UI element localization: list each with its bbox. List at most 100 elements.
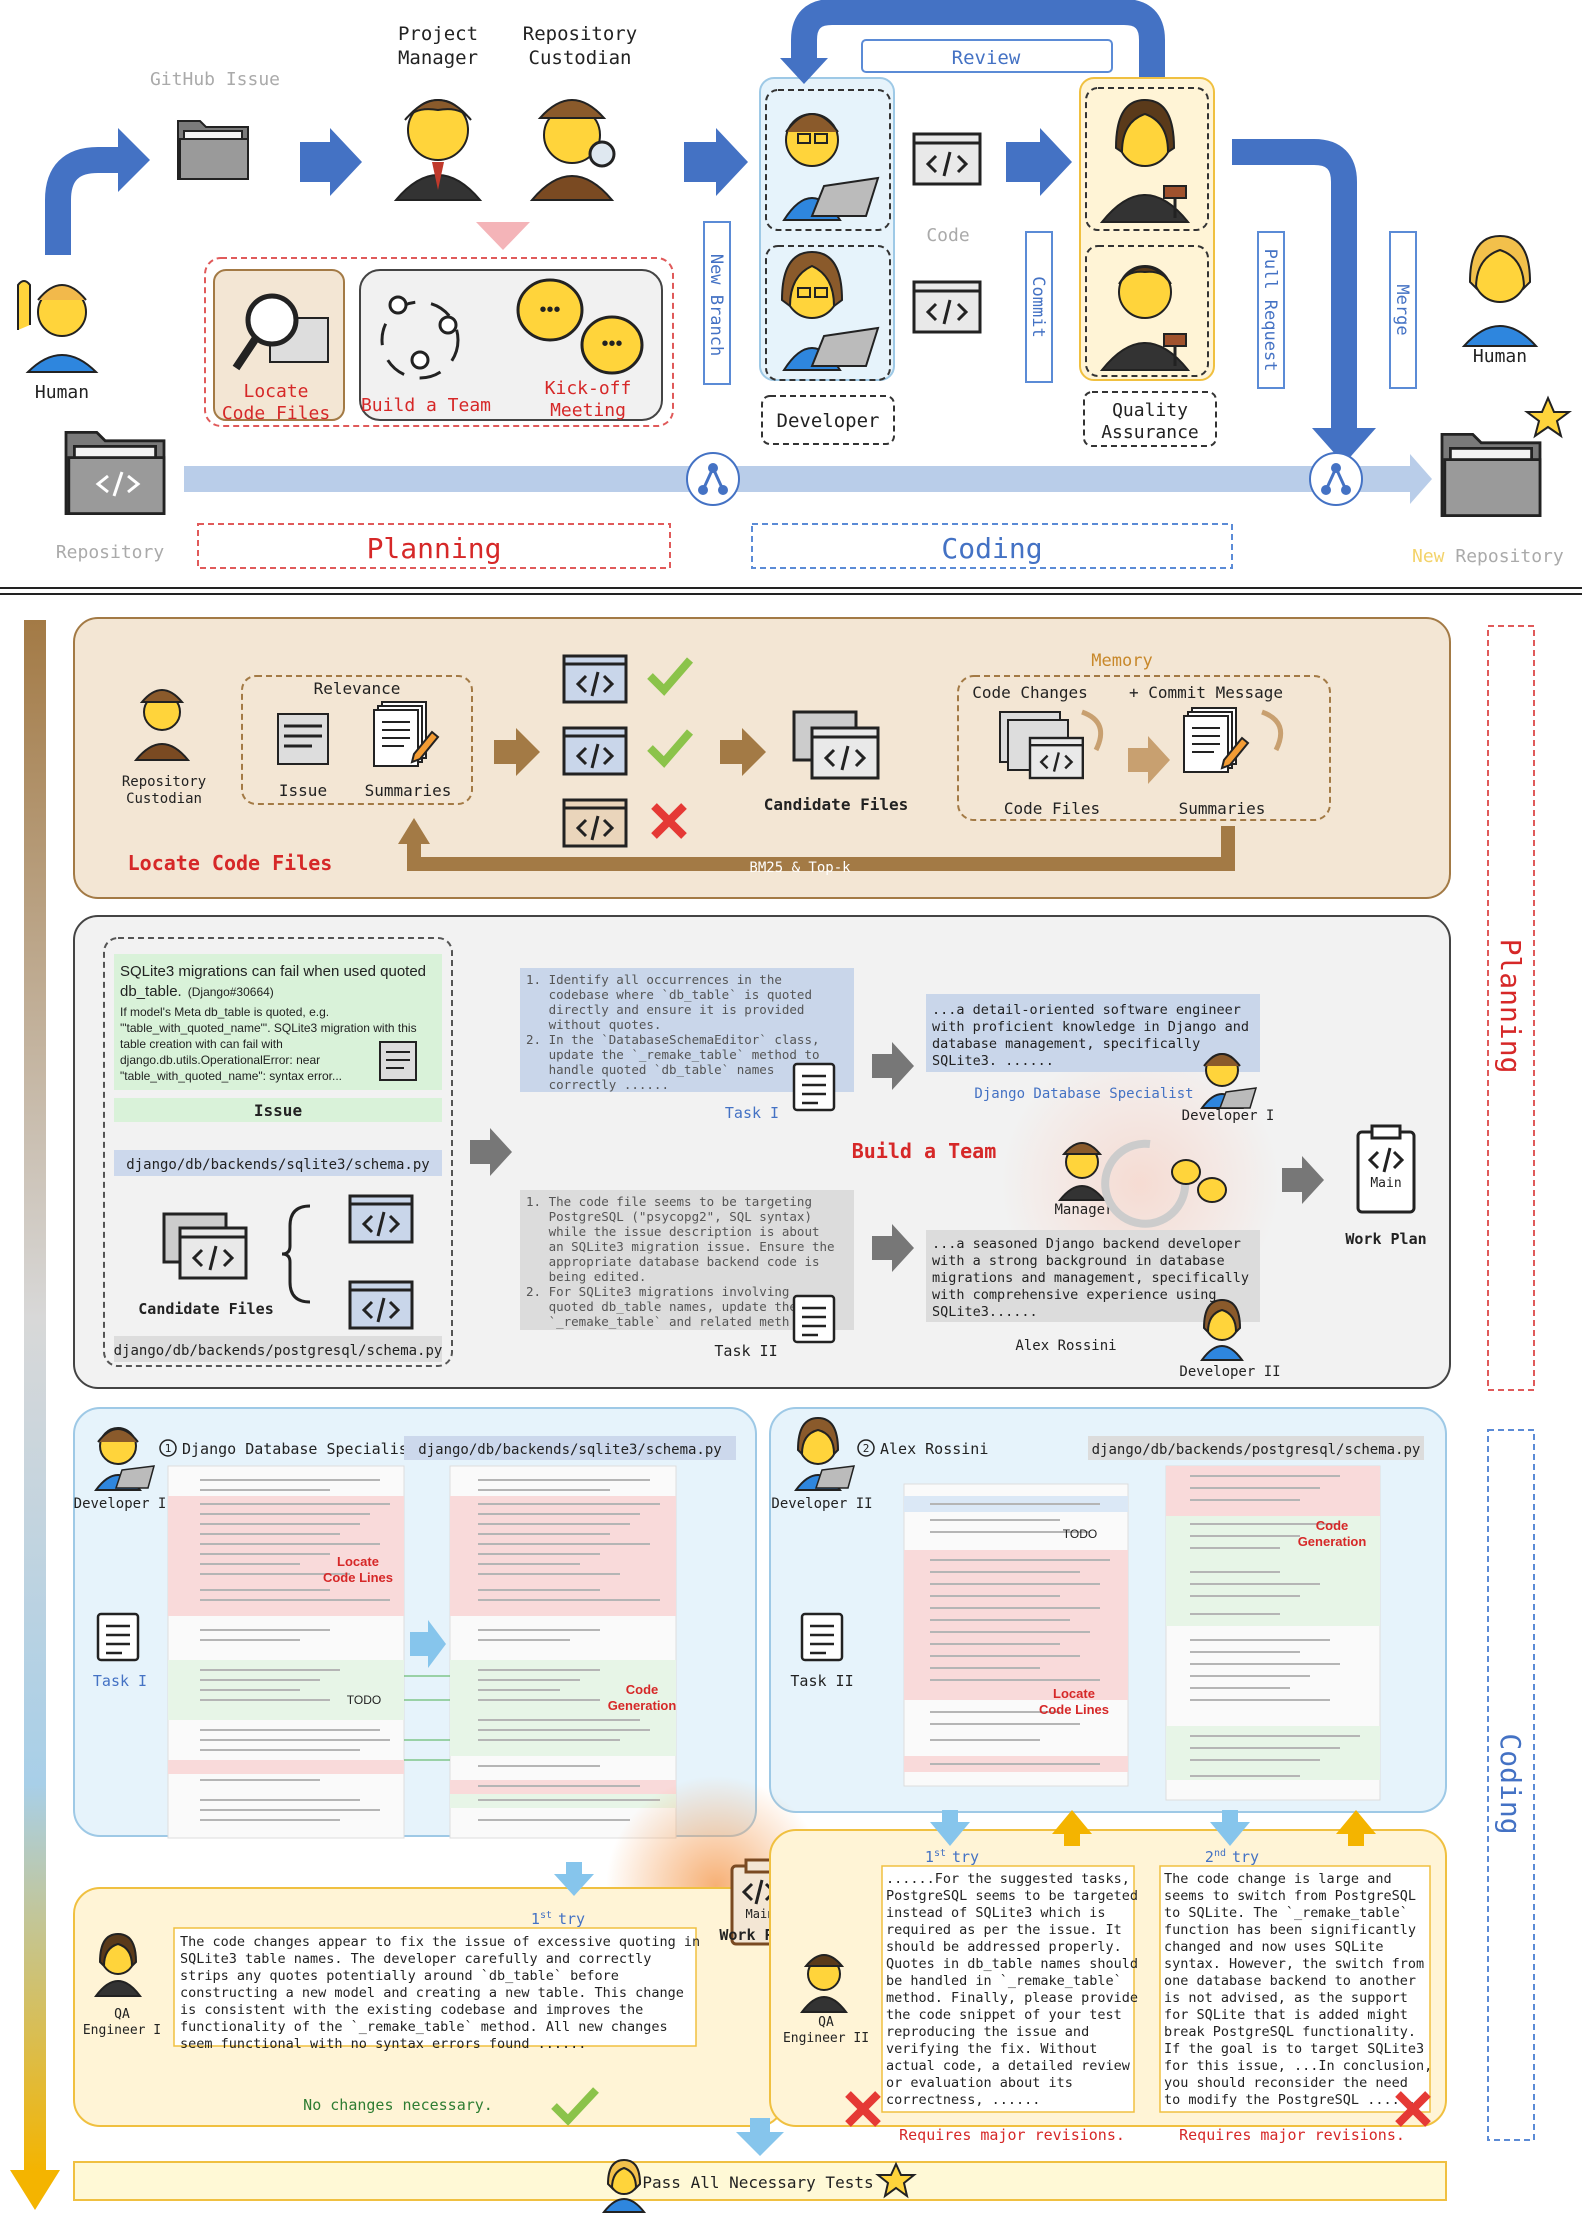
svg-text:one database backend to anothe: one database backend to another (1164, 1973, 1416, 1989)
dev2-file-bar (1088, 1436, 1424, 1460)
team-meeting-box (359, 269, 663, 421)
svg-text:with proficient knowledge in D: with proficient knowledge in Django and (932, 1019, 1249, 1035)
dev1-locate-lines-2: Code Lines (323, 1570, 393, 1585)
locate-panel-title: Locate Code Files (128, 851, 333, 875)
task1-label: Task I (725, 1104, 779, 1122)
svg-text:for SQLite that is added might: for SQLite that is added might (1164, 2007, 1408, 2023)
svg-text:The code changes appear to fix: The code changes appear to fix the issue… (180, 1934, 700, 1950)
flow-arrowhead (118, 128, 150, 192)
qa1-down-arrow (554, 1862, 594, 1896)
issue-body-1: If model's Meta db_table is quoted, e.g. (120, 1005, 329, 1019)
review-loop-arrow (791, 0, 1165, 80)
profile2-box (926, 1230, 1260, 1322)
svg-text:to modify the PostgreSQL .....: to modify the PostgreSQL ...... (1164, 2092, 1416, 2108)
judge-female-icon (1099, 98, 1191, 223)
svg-text:SQLite3 table names. The devel: SQLite3 table names. The developer caref… (180, 1951, 651, 1967)
custodian-label-2: Custodian (529, 47, 632, 69)
locate-issue-label: Issue (279, 781, 327, 800)
locate-arrow-1 (494, 728, 540, 776)
qa2-try1-down-arrow (930, 1810, 970, 1846)
pass-label: Pass All Necessary Tests (642, 2173, 873, 2192)
human-left-label: Human (35, 382, 89, 403)
svg-text:2. In the `DatabaseSchemaEdito: 2. In the `DatabaseSchemaEditor` class, (526, 1032, 820, 1047)
custodian-label-1: Repository (523, 23, 637, 45)
planning-phase-label: Planning (367, 532, 502, 565)
manager-icon (1057, 1142, 1107, 1201)
coding-dev2-icon (794, 1416, 856, 1491)
qa1-text-box (173, 1927, 697, 2047)
qa1-result: No changes necessary. (303, 2096, 493, 2114)
svg-text:directly and ensure it is prov: directly and ensure it is provided (526, 1002, 804, 1017)
memory-summaries-label: Summaries (1179, 799, 1266, 818)
bm25-label: BM25 & Top-k (749, 860, 851, 876)
code-label: Code (926, 225, 969, 246)
file2-label: django/db/backends/postgresql/schema.py (114, 1343, 443, 1359)
pass-bar (73, 2161, 1447, 2201)
side-coding-label: Coding (1494, 1733, 1527, 1834)
code-file-fail (562, 798, 628, 848)
developer-label-box (761, 395, 895, 445)
code-file-pass-1 (562, 654, 628, 704)
candidate-file-1-icon (348, 1194, 414, 1244)
svg-text:actual code, a detailed review: actual code, a detailed review (886, 2058, 1131, 2074)
human-right-icon (1461, 234, 1539, 347)
locate-custodian-label-2: Custodian (126, 791, 202, 807)
pull-request-box (1257, 231, 1285, 389)
main-label: Main (1370, 1176, 1401, 1191)
team-developer1-label: Developer I (1182, 1108, 1275, 1124)
locate-custodian-label-1: Repository (122, 774, 206, 790)
team-arrow-3 (872, 1224, 914, 1272)
memory-label: Memory (1091, 651, 1152, 671)
coding-task1-label: Task I (93, 1672, 147, 1690)
github-issue-label: GitHub Issue (150, 69, 280, 90)
coding-main-label: Main (746, 1907, 775, 1921)
code-window-icon-1 (912, 132, 982, 186)
svg-text:the code snippet of your test: the code snippet of your test (886, 2007, 1122, 2023)
svg-text:`_remake_table` and related me: `_remake_table` and related meth (526, 1314, 789, 1329)
diff-arrow (410, 1620, 446, 1668)
qa2-cross-icon-1 (845, 2091, 881, 2127)
svg-text:PostgreSQL seems to be targete: PostgreSQL seems to be targeted (886, 1888, 1138, 1904)
svg-text:function has been significantl: function has been significantly (1164, 1922, 1416, 1938)
repository-label: Repository (56, 542, 165, 563)
svg-text:...a seasoned Django backend d: ...a seasoned Django backend developer (932, 1236, 1241, 1252)
commit-message-label: + Commit Message (1129, 683, 1283, 702)
svg-text:The code change is large and: The code change is large and (1164, 1871, 1392, 1887)
dev1-code-generation-2: Generation (608, 1698, 677, 1713)
svg-text:instead of SQLite3 which is: instead of SQLite3 which is (886, 1905, 1105, 1921)
meeting-cycle (1101, 1139, 1190, 1228)
bm25-arrowhead (398, 818, 430, 844)
svg-text:syntax. However, the switch fr: syntax. However, the switch from (1164, 1956, 1424, 1972)
bm25-return-arrow (407, 826, 1235, 871)
speech-bubbles-icon: ••• ••• (516, 278, 644, 375)
svg-text:correctness, ......: correctness, ...... (886, 2092, 1040, 2108)
repository-folder-icon (64, 430, 166, 515)
dev1-file-bar (404, 1436, 736, 1460)
dev1-code-generation-1: Code (626, 1682, 659, 1697)
qa-2-frame (1085, 245, 1209, 377)
svg-text:seems to switch from PostgreSQ: seems to switch from PostgreSQL (1164, 1888, 1416, 1904)
diff-link-lines (404, 1675, 450, 1761)
svg-text:changed and now uses SQLite: changed and now uses SQLite (1164, 1939, 1383, 1955)
profile1-box (926, 994, 1260, 1072)
svg-text:handle quoted `db_table` names: handle quoted `db_table` names (526, 1062, 774, 1077)
progress-arrowhead (10, 2170, 60, 2210)
issue-card-doc-icon (379, 1041, 417, 1081)
issue-body-4: django.db.utils.OperationalError: near (120, 1053, 320, 1067)
dev1-number: 1 (165, 1442, 172, 1455)
timeline-bar (184, 466, 1416, 492)
meeting-bubbles-icon (1171, 1159, 1227, 1203)
pink-down-triangle (476, 222, 530, 250)
candidate-file-2-icon (348, 1280, 414, 1330)
project-manager-label-1: Project (398, 23, 478, 45)
coding-dev2-file: django/db/backends/postgresql/schema.py (1092, 1442, 1421, 1458)
flow-arrow-human-to-issue (45, 147, 120, 255)
file1-label: django/db/backends/sqlite3/schema.py (126, 1157, 429, 1173)
coding-task2-label: Task II (790, 1672, 853, 1690)
loop-arrow-2 (1261, 709, 1284, 752)
svg-text:•••: ••• (601, 333, 622, 355)
qa2-try2-down-arrow (1210, 1810, 1250, 1846)
profile2-text: ...a seasoned Django backend developer w… (932, 1236, 1249, 1320)
task2-icon (792, 1294, 836, 1344)
